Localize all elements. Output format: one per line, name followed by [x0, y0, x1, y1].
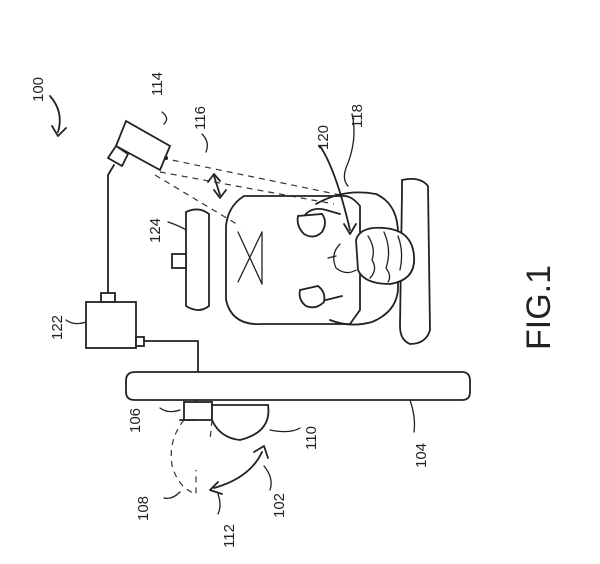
- leader-122: [65, 319, 87, 325]
- seat-124: [171, 208, 210, 311]
- label-104: 104: [413, 443, 430, 468]
- label-110: 110: [303, 426, 320, 450]
- label-114: 114: [149, 72, 166, 96]
- occupant-118: [225, 191, 415, 326]
- leader-110: [269, 427, 301, 433]
- leader-100: [49, 95, 61, 133]
- label-122: 122: [49, 315, 66, 340]
- leader-120: [319, 145, 351, 231]
- rotation-arrow-102: [209, 445, 269, 495]
- label-120: 120: [315, 125, 332, 150]
- display-assembly: [170, 399, 270, 495]
- leader-116: [201, 133, 208, 153]
- label-118: 118: [349, 104, 366, 128]
- leader-100-head: [51, 125, 67, 137]
- leader-108: [163, 491, 181, 500]
- dashboard-panel: [125, 371, 471, 401]
- leader-124: [167, 221, 187, 231]
- leader-106: [159, 407, 181, 413]
- fov-arrow-116: [207, 173, 227, 199]
- label-106: 106: [127, 408, 144, 433]
- leader-104: [409, 399, 416, 433]
- camera-114: [106, 119, 346, 227]
- label-116: 116: [192, 106, 209, 130]
- label-112: 112: [221, 524, 238, 548]
- leader-114: [161, 111, 168, 125]
- leader-102: [263, 465, 272, 491]
- leader-120-head: [343, 223, 357, 235]
- leader-112: [217, 493, 221, 515]
- label-124: 124: [147, 218, 164, 243]
- driver-seat: [399, 177, 431, 345]
- leader-118: [343, 113, 355, 187]
- label-108: 108: [135, 496, 152, 521]
- label-102: 102: [271, 493, 288, 518]
- label-100: 100: [30, 77, 47, 102]
- controller-122: [85, 164, 199, 373]
- figure-title: FIG.1: [520, 265, 558, 350]
